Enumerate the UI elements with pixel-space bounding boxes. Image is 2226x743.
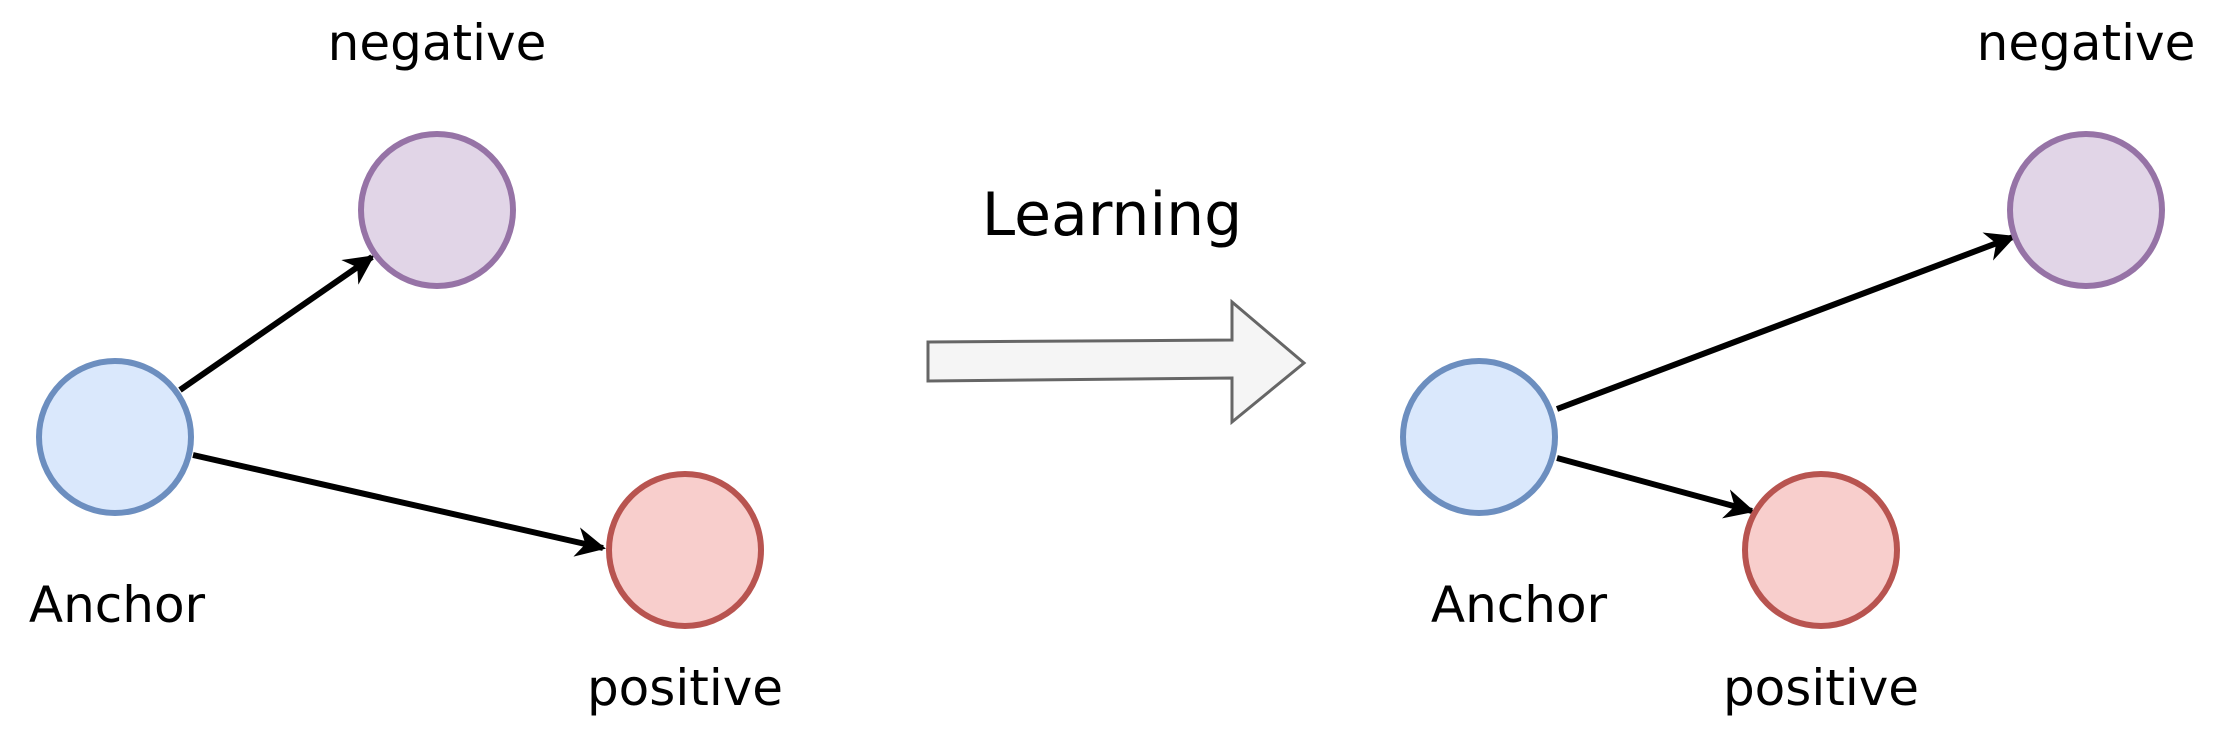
- before-anchor-node: [36, 358, 194, 516]
- before-anchor-to-negative-arrow: [178, 254, 375, 393]
- after-negative-label: negative: [1977, 14, 2196, 72]
- after-negative-node: [2007, 131, 2165, 289]
- after-anchor-label: Anchor: [1431, 576, 1608, 634]
- learning-label: Learning: [982, 180, 1242, 250]
- after-anchor-to-negative-arrow: [1555, 232, 2016, 412]
- after-positive-label: positive: [1723, 659, 1919, 717]
- before-positive-label: positive: [587, 659, 783, 717]
- after-anchor-to-positive-arrow: [1556, 455, 1755, 519]
- after-anchor-node: [1400, 358, 1558, 516]
- before-positive-node: [606, 471, 764, 629]
- before-panel: negative Anchor positive: [29, 14, 783, 717]
- before-negative-label: negative: [328, 14, 547, 72]
- after-panel: negative Anchor positive: [1400, 14, 2196, 717]
- after-positive-node: [1742, 471, 1900, 629]
- transition: Learning: [926, 180, 1307, 426]
- before-negative-node: [358, 131, 516, 289]
- before-anchor-label: Anchor: [29, 576, 206, 634]
- before-anchor-to-positive-arrow: [192, 452, 606, 557]
- learning-block-arrow: [926, 298, 1307, 426]
